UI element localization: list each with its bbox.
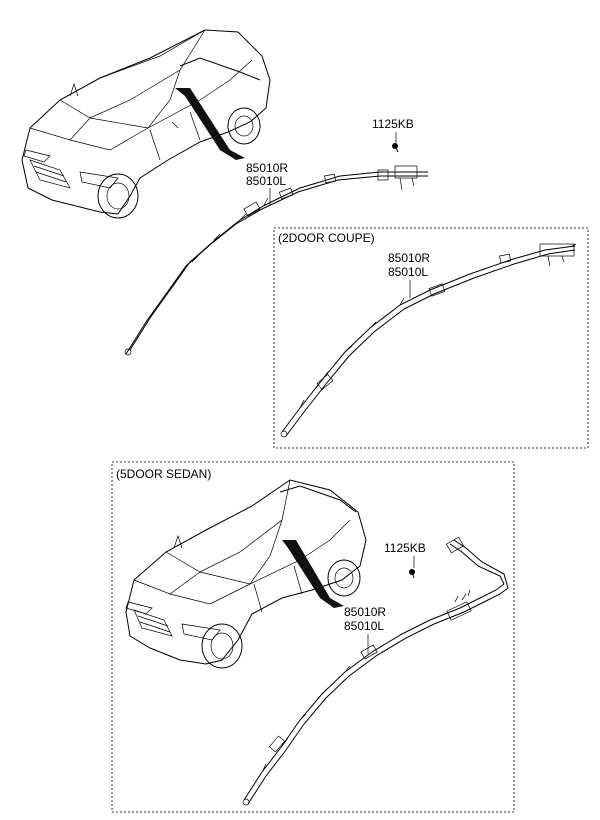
- curtain-airbag-coupe: [280, 243, 577, 438]
- coupe-section-box: [273, 227, 589, 449]
- hatch-section-title: (5DOOR SEDAN): [116, 467, 211, 481]
- bolt-icon-hatch: [409, 569, 415, 579]
- label-part-right-top: 85010R: [246, 161, 288, 175]
- curtain-airbag-main: [124, 165, 428, 356]
- label-part-left-top: 85010L: [246, 174, 286, 188]
- sedan-car-illustration: [21, 29, 271, 219]
- curtain-airbag-hatch: [242, 536, 509, 806]
- label-part-right-hatch: 85010R: [344, 605, 386, 619]
- coupe-section-title: (2DOOR COUPE): [278, 231, 375, 245]
- label-bolt-top: 1125KB: [372, 117, 414, 131]
- label-part-right-coupe: 85010R: [388, 251, 430, 265]
- bolt-icon: [392, 143, 399, 153]
- hatchback-car-illustration: [125, 479, 367, 669]
- hatch-section-box: [111, 461, 515, 813]
- label-part-left-coupe: 85010L: [388, 265, 428, 279]
- label-part-left-hatch: 85010L: [344, 619, 384, 633]
- label-bolt-hatch: 1125KB: [384, 541, 426, 555]
